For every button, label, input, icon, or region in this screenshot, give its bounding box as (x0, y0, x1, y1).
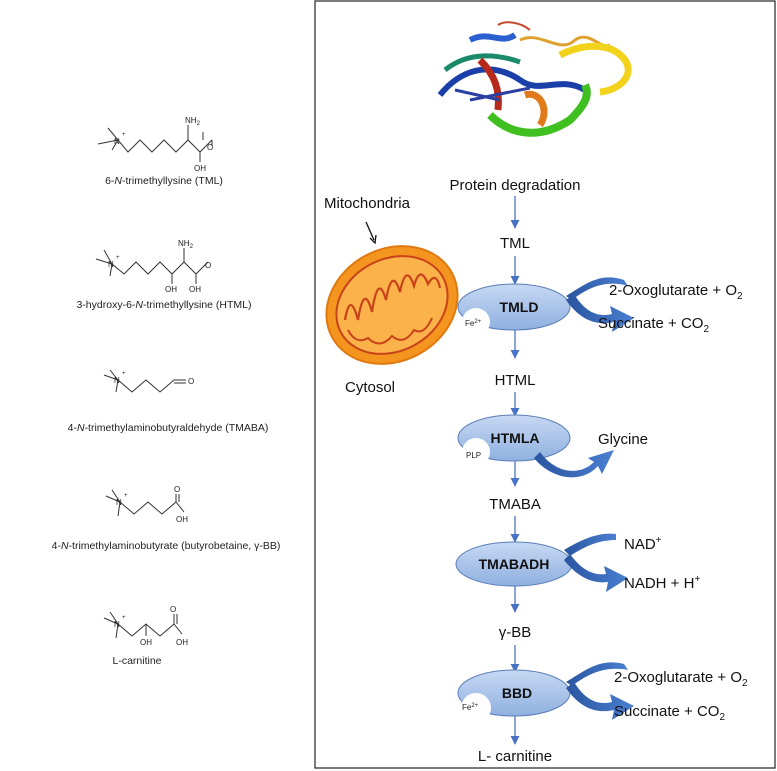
label-tmld-products: Succinate + CO2 (598, 315, 709, 335)
plus-sign: + (122, 132, 126, 138)
n-atom: N (108, 260, 114, 269)
side-arrow-tmld-in (566, 277, 628, 300)
n-atom: N (114, 620, 120, 629)
oh-group: OH (165, 285, 177, 294)
plus-sign: + (122, 371, 126, 377)
label-nadh: NADH + H+ (624, 574, 700, 592)
side-arrow-nad-in (564, 533, 616, 556)
enzyme-label-bbd: BBD (502, 685, 532, 701)
caption-tml: 6-N-trimethyllysine (TML) (105, 175, 223, 187)
oh-group: OH (189, 285, 201, 294)
mitochondria-pointer-head (369, 234, 377, 245)
o-atom: O (174, 485, 180, 494)
side-arrow-tmld-out (566, 294, 634, 332)
structure-html: N + NH2 OH O OH (95, 239, 211, 294)
label-bbd-cosubstrates: 2-Oxoglutarate + O2 (614, 669, 748, 689)
caption-gbb: 4-N-trimethylaminobutyrate (butyrobetain… (52, 540, 281, 552)
oh-group: OH (194, 164, 206, 173)
o-atom: O (188, 377, 194, 386)
enzyme-bbd: BBD Fe2+ (457, 669, 571, 723)
o-atom: O (205, 261, 211, 270)
plus-sign: + (116, 255, 120, 261)
mitochondrion-illustration (325, 245, 459, 365)
n-atom: N (114, 137, 120, 146)
plus-sign: + (124, 493, 128, 499)
side-arrow-bbd-in (566, 662, 628, 686)
enzyme-label-tmabadh: TMABADH (479, 556, 550, 572)
label-tml: TML (500, 235, 530, 252)
nh2-group: NH2 (178, 239, 194, 250)
label-gbb: γ-BB (499, 624, 532, 641)
label-cytosol: Cytosol (345, 379, 395, 396)
label-html: HTML (495, 372, 536, 389)
o-atom: O (170, 605, 176, 614)
side-arrow-glycine (534, 450, 614, 478)
label-tmaba: TMABA (489, 496, 541, 513)
structure-tmaba: N + O (103, 369, 194, 393)
label-protein-degradation: Protein degradation (450, 177, 581, 194)
oh-group: OH (176, 638, 188, 647)
enzyme-tmabadh: TMABADH (455, 541, 573, 587)
enzyme-htmla: HTMLA PLP (457, 414, 571, 466)
structures-panel: N + NH2 O OH 6-N-trimethyllysine (TML) N… (52, 116, 281, 667)
side-arrow-bbd-out (566, 682, 634, 720)
o-atom: O (207, 143, 213, 152)
n-atom: N (116, 498, 122, 507)
structure-l-carnitine: N + OH O OH (103, 605, 188, 647)
oh-group: OH (176, 515, 188, 524)
cofactor-htmla: PLP (466, 451, 481, 460)
label-tmld-cosubstrates: 2-Oxoglutarate + O2 (609, 282, 743, 302)
pathway-frame (314, 0, 776, 769)
cofactor-bbd: Fe2+ (462, 703, 479, 712)
enzyme-tmld: TMLD Fe2+ (457, 283, 571, 336)
protein-structure-image (437, 21, 632, 137)
side-arrow-nadh-out (564, 554, 628, 592)
label-mitochondria: Mitochondria (324, 195, 411, 212)
oh-group: OH (140, 638, 152, 647)
enzyme-label-htmla: HTMLA (491, 430, 540, 446)
structure-gbb: N + O OH (105, 485, 188, 524)
caption-l-carnitine: L-carnitine (112, 655, 161, 667)
n-atom: N (114, 376, 120, 385)
cofactor-tmld: Fe2+ (465, 319, 482, 328)
caption-tmaba: 4-N-trimethylaminobutyraldehyde (TMABA) (68, 422, 269, 434)
label-nad: NAD+ (624, 535, 662, 553)
label-glycine: Glycine (598, 431, 648, 448)
plus-sign: + (122, 615, 126, 621)
label-bbd-products: Succinate + CO2 (614, 703, 725, 723)
caption-html: 3-hydroxy-6-N-trimethyllysine (HTML) (76, 299, 251, 311)
label-l-carnitine: L- carnitine (478, 748, 552, 765)
structure-tml: N + NH2 O OH (97, 116, 213, 173)
enzyme-label-tmld: TMLD (500, 299, 539, 315)
nh2-group: NH2 (185, 116, 201, 127)
mitochondria-pointer-arrow (365, 221, 375, 241)
